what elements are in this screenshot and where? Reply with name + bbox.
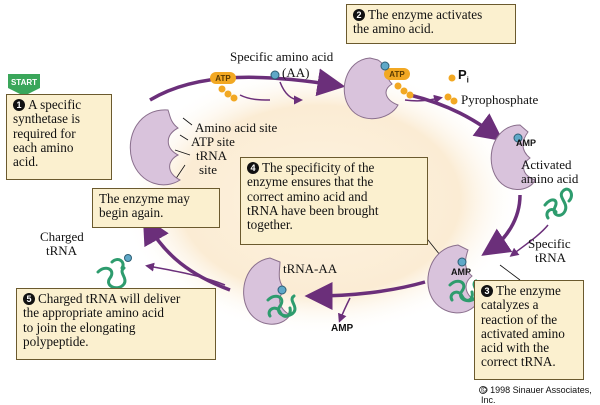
amp-bound-label-3: AMP	[516, 138, 536, 148]
atp-site-label: ATP site	[191, 134, 235, 149]
amp-out-arrow	[338, 297, 351, 323]
cycle-arrow-right-top	[409, 93, 504, 142]
atp-cluster-1	[210, 72, 238, 102]
step-1-number: 1	[13, 99, 25, 111]
pyrophosphate-arrow	[404, 94, 443, 104]
step-1-text: A specific synthetase is required for ea…	[13, 97, 82, 170]
again-text: The enzyme may begin again.	[99, 191, 190, 221]
phosphate-p: P	[458, 67, 467, 82]
specific-trna-label-2: tRNA	[535, 250, 567, 265]
cycle-arrow-left	[142, 215, 231, 292]
atp-arrow	[239, 94, 271, 101]
amp-free-label: AMP	[331, 323, 354, 334]
amino-acid-bound-5	[277, 285, 287, 295]
atp-cluster-2	[384, 68, 414, 99]
step-2-number: 2	[353, 9, 365, 21]
specific-trna-label-1: Specific	[528, 236, 571, 251]
charged-trna-label-2: tRNA	[46, 243, 78, 258]
leader-step3	[499, 264, 521, 281]
trna-aa-label: tRNA-AA	[283, 261, 338, 276]
step-5-number: 5	[23, 293, 35, 305]
activated-label-2: amino acid	[521, 171, 579, 186]
trna-in-arrow	[509, 224, 549, 257]
amp-bound-label-4: AMP	[451, 267, 471, 277]
step-2-text: The enzyme activates the amino acid.	[353, 7, 483, 37]
cycle-arrow-top	[149, 68, 346, 102]
leader-site-trna	[174, 149, 191, 156]
start-badge-shape	[8, 74, 40, 96]
step-5-text: Charged tRNA will deliver the appropriat…	[23, 291, 181, 349]
aa-label: (AA)	[282, 65, 310, 80]
amino-acid-free	[270, 70, 280, 80]
trna-charged	[96, 258, 127, 290]
amino-acid-bound-3	[513, 133, 523, 143]
trna-bound-5	[266, 294, 297, 318]
phosphate-i: i	[466, 75, 469, 85]
copyright-mark	[479, 386, 487, 394]
specific-amino-acid-label: Specific amino acid	[230, 49, 334, 64]
start-badge: START	[10, 78, 38, 87]
amino-acid-arrow	[279, 81, 303, 105]
copyright-text: © 1998 Sinauer Associates, Inc.	[481, 385, 592, 405]
amino-acid-bound-4	[457, 257, 467, 267]
leader-site-aa	[182, 117, 193, 126]
step-4-number: 4	[247, 162, 259, 174]
pyrophosphate-label: Pyrophosphate	[461, 92, 539, 107]
trna-free	[543, 187, 573, 220]
enzyme-3	[490, 124, 536, 190]
trna-site-label-1: tRNA	[196, 148, 228, 163]
amino-acid-site-label: Amino acid site	[195, 120, 278, 135]
charged-trna-out-arrow	[145, 262, 226, 286]
step-3-text: The enzyme catalyzes a reaction of the a…	[481, 283, 565, 370]
amino-acid-charged	[124, 254, 132, 262]
atp-label-2: ATP	[389, 70, 405, 79]
step-3-number: 3	[481, 285, 493, 297]
activated-label-1: Activated	[521, 157, 572, 172]
phosphate-label: Pi	[458, 68, 469, 88]
trna-site-label-2: site	[199, 162, 218, 177]
cycle-arrow-right	[481, 194, 522, 256]
leader-site-atp	[179, 134, 189, 141]
again-box: The enzyme may begin again.	[92, 188, 220, 228]
amino-acid-bound-2	[380, 61, 390, 71]
enzyme-1	[129, 109, 181, 186]
cycle-arrow-bottom	[304, 280, 426, 310]
charged-trna-label-1: Charged	[40, 229, 84, 244]
step-4-text: The specificity of the enzyme ensures th…	[247, 160, 379, 233]
atp-label-1: ATP	[215, 74, 231, 83]
phosphate-dots	[444, 74, 458, 105]
